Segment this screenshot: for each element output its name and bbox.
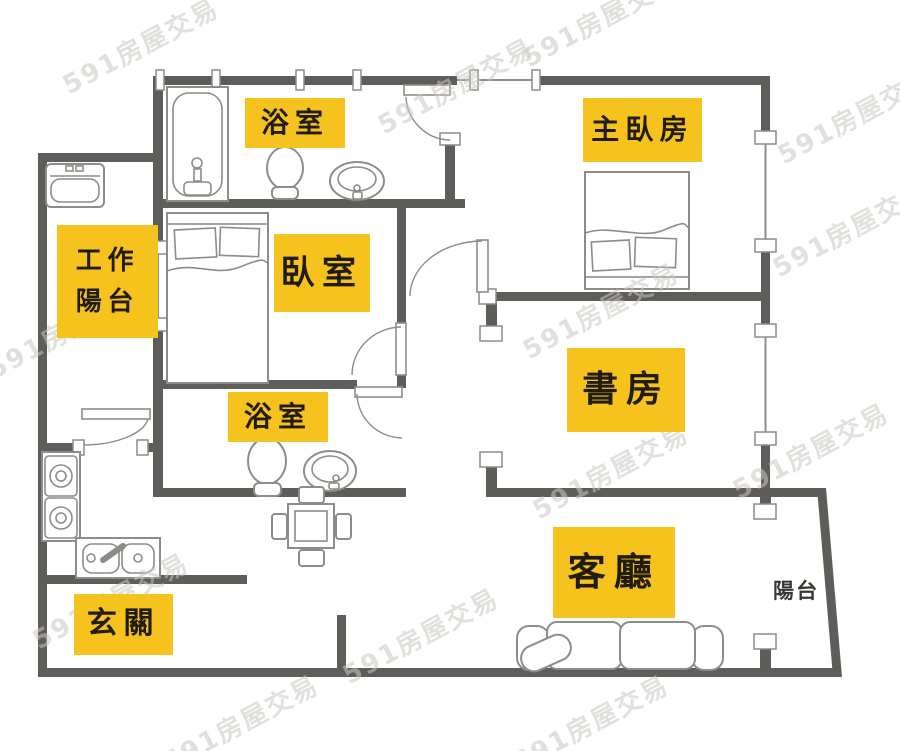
window-ticks — [147, 69, 777, 650]
bed-bedroom — [166, 212, 269, 384]
master-bedroom-door — [409, 239, 489, 297]
work-balcony-door — [81, 408, 151, 446]
stove — [41, 451, 81, 542]
label-bathroom-1: 浴室 — [245, 98, 345, 148]
inner-walls — [38, 76, 822, 677]
label-living-room: 客廳 — [553, 527, 675, 618]
bedroom-door — [351, 322, 407, 376]
bathtub — [166, 86, 229, 202]
toilet-2 — [247, 437, 287, 497]
label-entry: 玄關 — [74, 594, 173, 655]
sofa — [516, 621, 724, 673]
bed-master — [584, 171, 690, 290]
kitchen-sink — [75, 537, 161, 579]
dining-table — [271, 486, 352, 567]
label-study: 書房 — [567, 348, 685, 432]
bathroom1-door — [403, 84, 451, 141]
outer-walls — [38, 76, 842, 677]
toilet-1 — [266, 146, 304, 200]
sink-1 — [329, 161, 385, 201]
label-bedroom: 臥室 — [274, 234, 370, 312]
label-master-bedroom: 主臥房 — [583, 98, 702, 162]
sink-2 — [303, 450, 357, 492]
laundry-sink — [45, 163, 105, 208]
label-bathroom-2: 浴室 — [228, 392, 328, 442]
label-work-balcony: 工作 陽台 — [57, 225, 158, 338]
label-balcony: 陽台 — [773, 579, 820, 603]
bathroom2-door — [354, 386, 403, 439]
